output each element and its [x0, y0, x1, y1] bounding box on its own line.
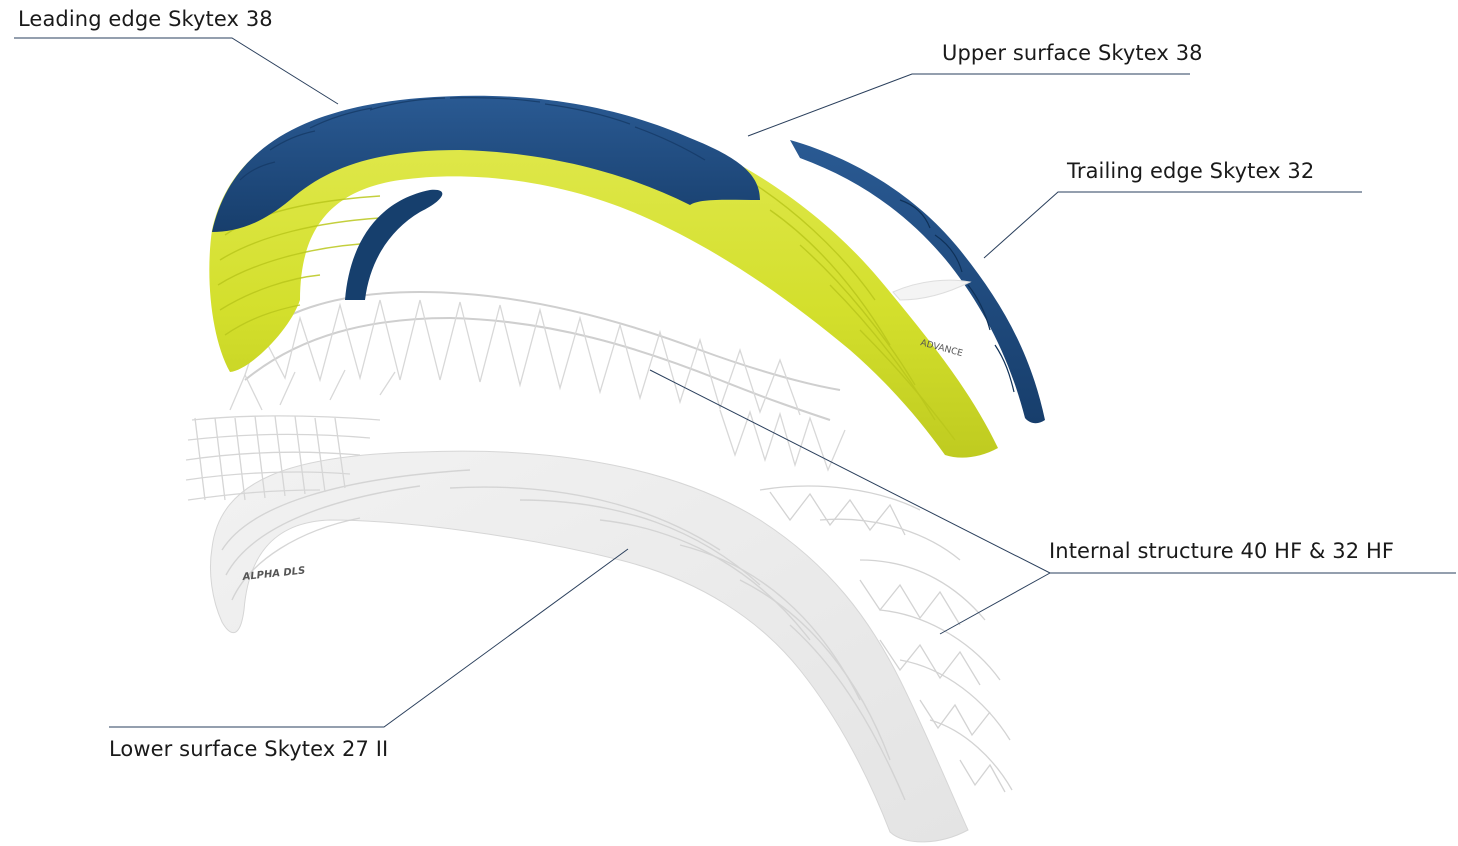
label-lower-surface: Lower surface Skytex 27 II	[109, 737, 389, 761]
leader-internal-structure-2	[939, 572, 1051, 635]
leader-leading-edge	[14, 37, 339, 105]
label-upper-surface: Upper surface Skytex 38	[942, 41, 1203, 65]
top-wing: ADVANCE	[209, 95, 1045, 458]
leader-lines	[14, 37, 1456, 728]
leader-trailing-edge	[983, 191, 1362, 259]
label-trailing-edge: Trailing edge Skytex 32	[1067, 159, 1315, 183]
leader-upper-surface	[747, 73, 1190, 137]
leader-lower-surface	[109, 548, 629, 728]
internal-structure	[185, 290, 1013, 793]
label-internal-structure: Internal structure 40 HF & 32 HF	[1049, 539, 1395, 563]
label-leading-edge: Leading edge Skytex 38	[18, 7, 273, 31]
lower-surface: ALPHA DLS	[209, 450, 969, 843]
